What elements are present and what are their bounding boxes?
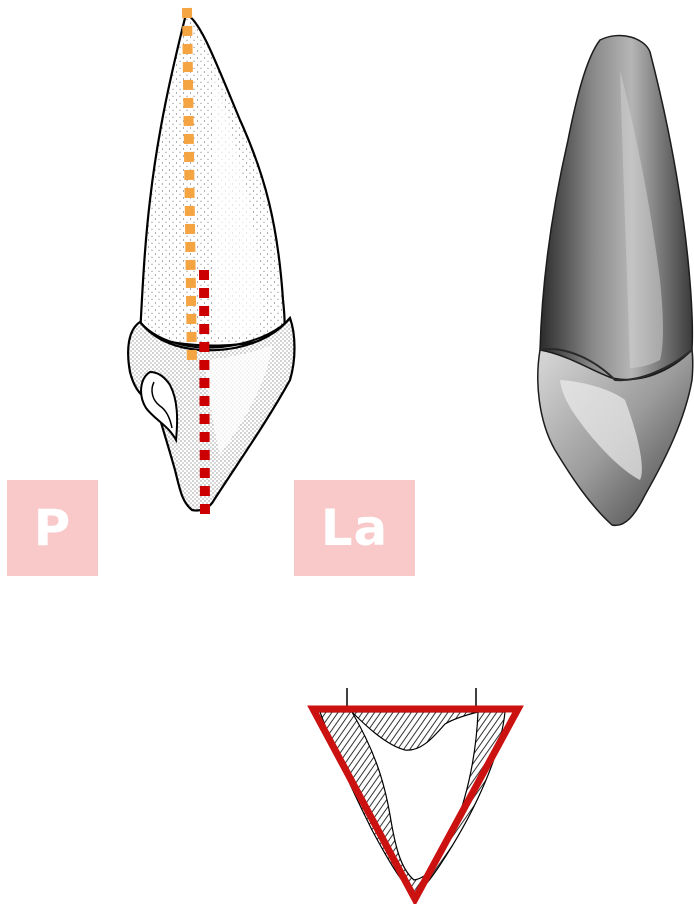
labial-label: La — [294, 480, 415, 576]
cross-section — [313, 688, 518, 899]
tooth-drawing — [128, 14, 294, 511]
tooth-photo-root — [540, 36, 692, 381]
palatal-label-text: P — [34, 499, 72, 557]
tooth-drawing-root — [140, 14, 285, 346]
palatal-label: P — [7, 480, 98, 576]
tooth-photo — [538, 36, 693, 526]
labial-label-text: La — [321, 499, 389, 557]
